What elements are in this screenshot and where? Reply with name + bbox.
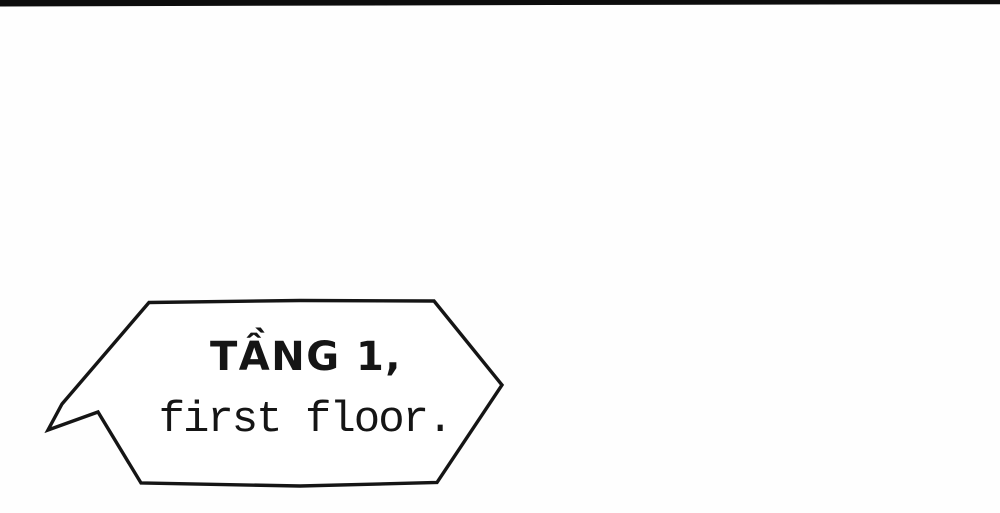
panel-top-border [0,0,1000,7]
bubble-text-english: first floor. [158,395,454,445]
bubble-text-vietnamese: TẦNG 1, [209,334,402,380]
